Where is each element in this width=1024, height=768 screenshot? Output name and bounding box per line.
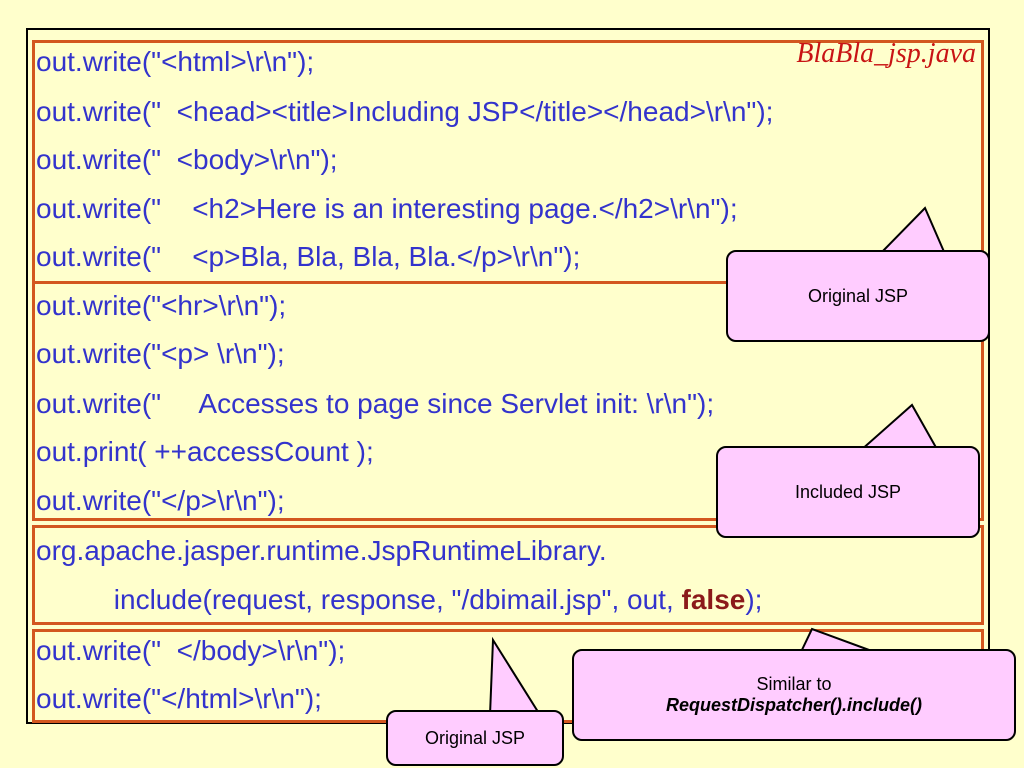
callout-original-jsp-bottom: Original JSP xyxy=(386,710,564,766)
callout-text: Original JSP xyxy=(807,285,909,306)
code-line: out.write(" Accesses to page since Servl… xyxy=(36,388,715,419)
code-line: out.write(" </body>\r\n"); xyxy=(36,635,346,666)
code-line-include: include(request, response, "/dbimail.jsp… xyxy=(36,576,763,624)
callout-original-jsp-top: Original JSP xyxy=(726,250,990,342)
slide-frame xyxy=(26,28,990,724)
code-line: out.write("<hr>\r\n"); xyxy=(36,290,287,321)
callout-text: Original JSP xyxy=(424,727,526,748)
code-line: out.write(" <head><title>Including JSP</… xyxy=(36,96,774,127)
code-line: out.write("</html>\r\n"); xyxy=(36,683,322,714)
callout-included-jsp: Included JSP xyxy=(716,446,980,538)
include-call-suffix: ); xyxy=(745,584,763,615)
code-block-included xyxy=(32,281,984,521)
code-line: out.write("<html>\r\n"); xyxy=(36,46,315,77)
callout-similar-to: Similar to RequestDispatcher().include() xyxy=(572,649,1016,741)
code-line: out.write(" <p>Bla, Bla, Bla, Bla.</p>\r… xyxy=(36,241,581,272)
code-line: out.write(" <body>\r\n"); xyxy=(36,144,338,175)
callout-text: Similar to xyxy=(756,674,832,694)
file-name-label: BlaBla_jsp.java xyxy=(796,38,976,69)
code-line: out.write("<p> \r\n"); xyxy=(36,338,285,369)
code-line: out.print( ++accessCount ); xyxy=(36,436,374,467)
include-call-text: include(request, response, "/dbimail.jsp… xyxy=(36,584,682,615)
callout-text: Included JSP xyxy=(794,481,902,502)
code-line: org.apache.jasper.runtime.JspRuntimeLibr… xyxy=(36,535,607,566)
code-line: out.write("</p>\r\n"); xyxy=(36,485,285,516)
code-block-include-call xyxy=(32,525,984,625)
false-keyword: false xyxy=(681,584,746,615)
callout-method: RequestDispatcher().include() xyxy=(665,695,923,715)
code-line: out.write(" <h2>Here is an interesting p… xyxy=(36,193,738,224)
